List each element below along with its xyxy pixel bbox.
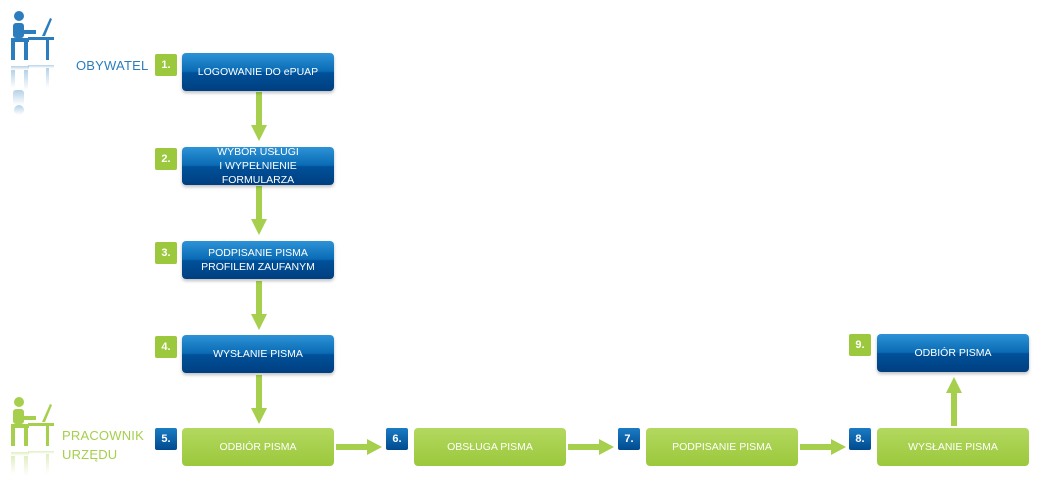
- step-2-number: 2.: [155, 148, 177, 170]
- step-3-box: PODPISANIE PISMA PROFILEM ZAUFANYM: [182, 241, 334, 279]
- arrow-6-7: [568, 444, 600, 450]
- clerk-label-line1: PRACOWNIK: [62, 428, 144, 443]
- step-1-box: LOGOWANIE DO ePUAP: [182, 53, 334, 91]
- step-5-box: ODBIÓR PISMA: [182, 428, 334, 466]
- arrow-5-6: [336, 444, 368, 450]
- arrow-7-8: [800, 444, 832, 450]
- clerk-icon: [6, 396, 58, 495]
- step-5-number: 5.: [155, 428, 177, 450]
- step-9-box: ODBIÓR PISMA: [877, 334, 1029, 372]
- step-8-box: WYSŁANIE PISMA: [877, 428, 1029, 466]
- step-8-number: 8.: [849, 428, 871, 450]
- step-6-box: OBSŁUGA PISMA: [414, 428, 566, 466]
- clerk-label-line2: URZĘDU: [62, 447, 118, 462]
- step-9-number: 9.: [849, 334, 871, 356]
- arrow-4-5: [256, 375, 262, 409]
- arrow-8-9: [951, 392, 957, 426]
- step-2-box: WYBÓR USŁUGI I WYPEŁNIENIE FORMULARZA: [182, 146, 334, 186]
- step-1-number: 1.: [155, 54, 177, 76]
- step-4-box: WYSŁANIE PISMA: [182, 335, 334, 373]
- step-7-box: PODPISANIE PISMA: [646, 428, 798, 466]
- citizen-icon: [6, 10, 58, 118]
- step-7-number: 7.: [618, 428, 640, 450]
- arrow-2-3: [256, 186, 262, 220]
- citizen-label: OBYWATEL: [76, 58, 149, 73]
- step-3-number: 3.: [155, 242, 177, 264]
- step-6-number: 6.: [386, 428, 408, 450]
- arrow-3-4: [256, 281, 262, 315]
- arrow-1-2: [256, 92, 262, 126]
- step-4-number: 4.: [155, 336, 177, 358]
